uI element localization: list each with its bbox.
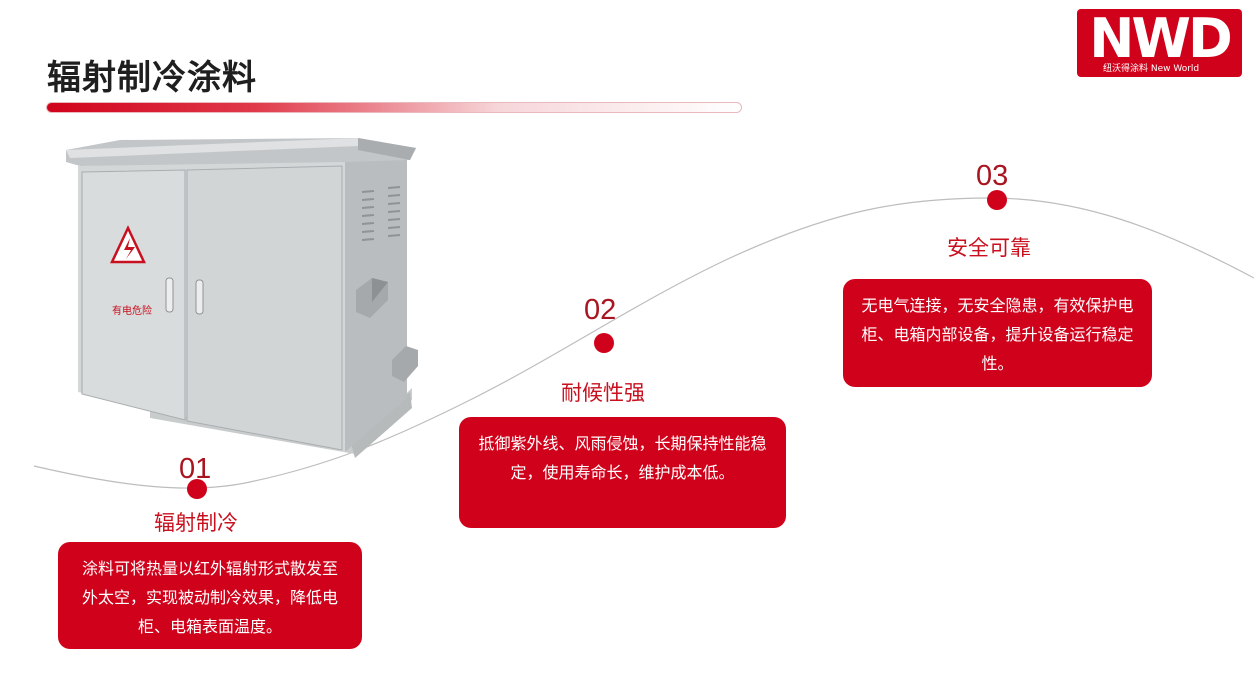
cabinet-warning-label: 有电危险 [112, 304, 152, 317]
brand-logo: NWD 纽沃得涂料 New World [1077, 9, 1242, 77]
feature-card-01: 涂料可将热量以红外辐射形式散发至外太空，实现被动制冷效果，降低电柜、电箱表面温度… [58, 542, 362, 649]
page-title: 辐射制冷涂料 [47, 58, 257, 98]
feature-description-01: 涂料可将热量以红外辐射形式散发至外太空，实现被动制冷效果，降低电柜、电箱表面温度… [81, 559, 338, 636]
timeline-dot-01 [187, 479, 207, 499]
feature-number-02: 02 [584, 294, 617, 326]
title-underline-bar [46, 102, 742, 113]
timeline-dot-02 [594, 333, 614, 353]
feature-title-02: 耐候性强 [561, 381, 645, 405]
feature-description-03: 无电气连接，无安全隐患，有效保护电柜、电箱内部设备，提升设备运行稳定性。 [861, 296, 1134, 373]
timeline-dot-03 [987, 190, 1007, 210]
timeline-curve [33, 197, 1254, 489]
logo-mark: NWD [1089, 9, 1233, 70]
feature-card-03: 无电气连接，无安全隐患，有效保护电柜、电箱内部设备，提升设备运行稳定性。 [843, 279, 1152, 387]
feature-card-02: 抵御紫外线、风雨侵蚀，长期保持性能稳定，使用寿命长，维护成本低。 [459, 417, 786, 528]
vent-slots [361, 186, 401, 241]
feature-title-03: 安全可靠 [947, 236, 1031, 260]
feature-title-01: 辐射制冷 [154, 511, 238, 535]
logo-subtitle: 纽沃得涂料 New World [1103, 64, 1200, 74]
feature-number-03: 03 [976, 160, 1009, 192]
electrical-cabinet-image: 有电危险 [66, 138, 418, 458]
feature-number-01: 01 [179, 453, 212, 485]
feature-description-02: 抵御紫外线、风雨侵蚀，长期保持性能稳定，使用寿命长，维护成本低。 [478, 434, 767, 482]
